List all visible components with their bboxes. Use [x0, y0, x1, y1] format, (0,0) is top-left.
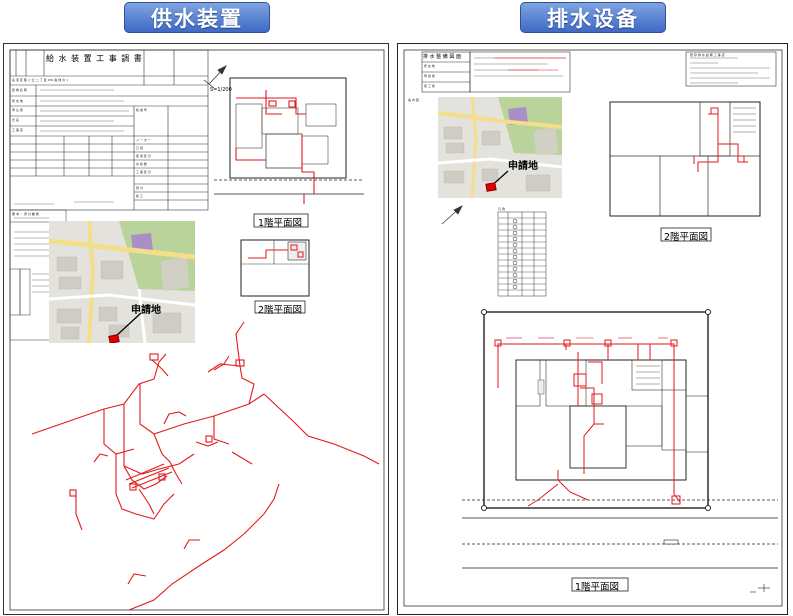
title-block [421, 51, 777, 93]
floor1-label-right: 1階平面図 [575, 582, 620, 593]
location-map-right: 申請地 [438, 97, 562, 198]
floor2-label-right: 2階平面図 [664, 232, 709, 243]
right-form-title: 排 水 整 備 図 面 [423, 54, 461, 60]
floor1-plan-left [214, 77, 364, 204]
north-arrow [203, 65, 227, 89]
drainage-drawing [403, 49, 783, 607]
floor2-label-left: 2階平面図 [258, 305, 303, 316]
left-form-title: 給 水 装 置 工 事 調 書 [46, 54, 143, 63]
water-supply-drawing [9, 49, 385, 611]
site-label-right: 申請地 [508, 161, 538, 172]
water-supply-header: 供水装置 [124, 2, 270, 33]
floor1-plan-right [462, 309, 778, 569]
location-map-left: 申請地 [49, 221, 195, 343]
floor2-plan-left [240, 239, 310, 297]
site-marker-right [485, 182, 497, 192]
isometric-piping [31, 321, 380, 611]
scale-label: S=1/200 [210, 87, 232, 93]
drainage-piping [494, 339, 681, 507]
drainage-drawing-sheet: 排 水 整 備 図 面 所 在 地 申 請 者 施 工 者 既 存 排 水 設 … [397, 43, 788, 615]
form-table [9, 49, 209, 211]
water-supply-drawing-sheet: 給 水 装 置 工 事 調 書 S=1/200 名 東 区 藤 ヶ 丘 二 丁 … [3, 43, 389, 615]
floor2-plan-right [609, 101, 761, 217]
drainage-header: 排水设备 [520, 2, 666, 33]
site-marker-left [108, 334, 120, 343]
floor1-label-left: 1階平面図 [258, 218, 303, 229]
site-label-left: 申請地 [131, 305, 161, 316]
